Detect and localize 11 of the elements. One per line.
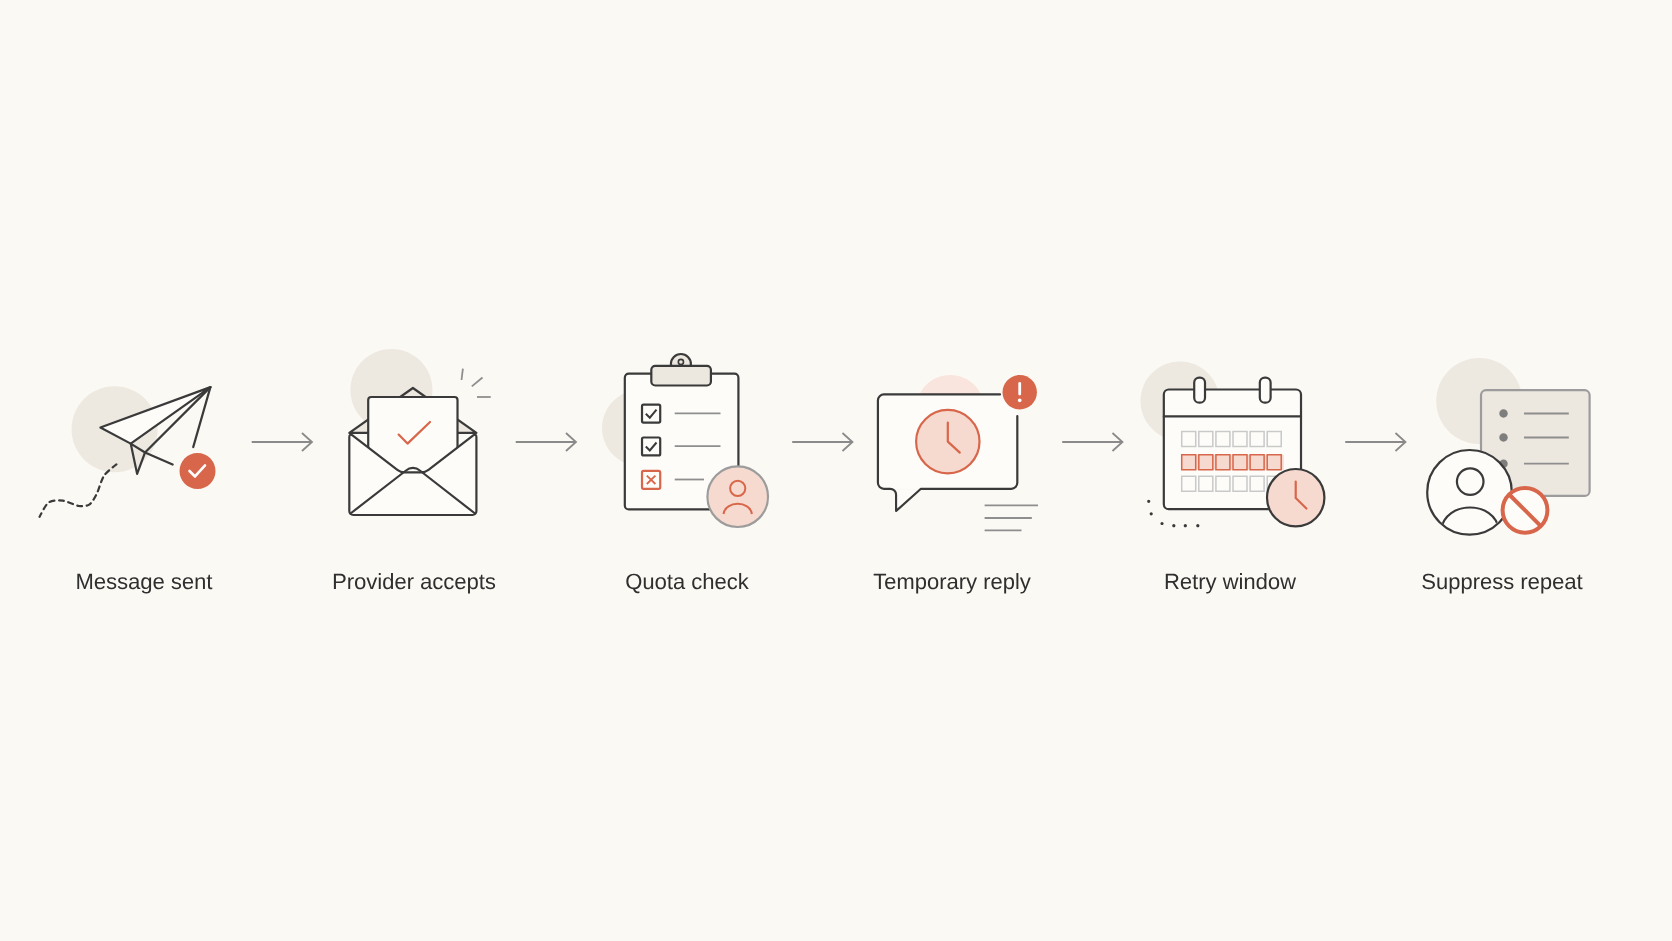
step-label: Quota check	[626, 573, 749, 594]
step-label: Retry window	[1165, 573, 1297, 594]
step-label: Temporary reply	[873, 573, 1031, 594]
arrow	[1061, 432, 1124, 452]
step-label: Suppress repeat	[1422, 573, 1583, 594]
arrow	[514, 432, 578, 452]
step-label: Message sent	[77, 573, 213, 594]
arrow	[791, 432, 854, 452]
step-label: Provider accepts	[333, 573, 496, 594]
arrow	[250, 432, 314, 452]
arrow	[1344, 432, 1407, 452]
